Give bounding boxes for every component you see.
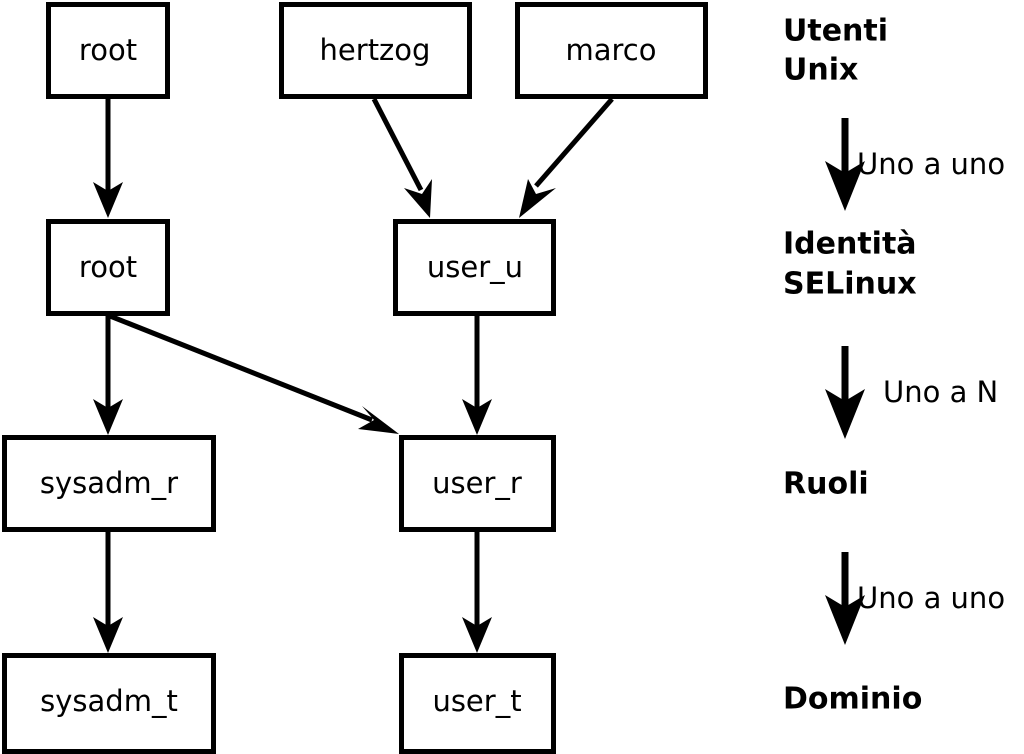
edge-line: [371, 97, 424, 192]
node-label: user_r: [432, 466, 522, 500]
legend-heading-line1: Dominio: [783, 682, 922, 717]
node-label: hertzog: [320, 33, 431, 67]
node-box[interactable]: [279, 2, 472, 99]
arrowhead-icon: [358, 406, 399, 434]
node-domain-sysadm-t[interactable]: sysadm_t: [2, 653, 216, 754]
node-unix-root[interactable]: root: [46, 2, 170, 99]
node-box[interactable]: [399, 435, 556, 532]
node-box[interactable]: [46, 2, 170, 99]
legend-heading-line2: Unix: [783, 53, 858, 88]
node-unix-marco[interactable]: marco: [515, 2, 708, 99]
node-layer: root hertzog marco root user_u sysadm_r: [2, 2, 708, 754]
arrowhead-icon: [93, 617, 123, 653]
node-label: sysadm_t: [40, 684, 178, 718]
arrowhead-icon: [825, 161, 865, 211]
legend-heading-line1: Ruoli: [783, 467, 869, 502]
edge-line: [534, 97, 614, 188]
edge-marco-to-user-u: [519, 97, 614, 218]
legend-heading-dominio: Dominio: [783, 682, 922, 717]
arrowhead-icon: [825, 595, 865, 645]
edge-hertzog-to-user-u: [371, 97, 432, 218]
arrowhead-icon: [93, 182, 123, 218]
node-box[interactable]: [46, 219, 170, 316]
node-box[interactable]: [515, 2, 708, 99]
legend-heading-ruoli: Ruoli: [783, 467, 869, 502]
legend-heading-identita-selinux: Identità SELinux: [783, 227, 917, 302]
node-label: marco: [566, 33, 657, 67]
node-identity-user-u[interactable]: user_u: [393, 219, 556, 316]
node-label: user_u: [427, 250, 523, 284]
node-label: user_t: [432, 684, 521, 718]
edge-user-u-to-user-r: [462, 316, 492, 435]
edge-identity-root-to-user-r: [109, 313, 399, 434]
arrowhead-icon: [404, 179, 432, 218]
legend-relation-roles-to-domain: Uno a uno: [825, 552, 1005, 645]
legend-relation-identity-to-roles: Uno a N: [825, 346, 998, 439]
node-label: root: [79, 33, 137, 67]
legend-heading-utenti-unix: Utenti Unix: [783, 14, 888, 88]
node-box[interactable]: [2, 435, 216, 532]
edge-identity-root-to-sysadm-r: [93, 316, 123, 435]
legend-heading-line1: Utenti: [783, 14, 888, 49]
edge-sysadm-r-to-sysadm-t: [93, 532, 123, 653]
node-label: sysadm_r: [40, 466, 178, 500]
legend-relation-label: Uno a N: [883, 375, 998, 409]
arrowhead-icon: [519, 179, 556, 218]
edge-layer: [93, 97, 614, 653]
node-box[interactable]: [399, 653, 556, 754]
legend-column: Utenti Unix Uno a uno Identità SELinux U…: [783, 14, 1005, 717]
node-box[interactable]: [2, 653, 216, 754]
edge-user-r-to-user-t: [462, 532, 492, 653]
node-unix-hertzog[interactable]: hertzog: [279, 2, 472, 99]
legend-heading-line2: SELinux: [783, 267, 917, 302]
arrowhead-icon: [93, 399, 123, 435]
edge-line: [109, 313, 373, 423]
node-box[interactable]: [393, 219, 556, 316]
legend-relation-label: Uno a uno: [857, 581, 1005, 615]
legend-heading-line1: Identità: [783, 227, 917, 262]
legend-relation-label: Uno a uno: [857, 147, 1005, 181]
node-domain-user-t[interactable]: user_t: [399, 653, 556, 754]
node-label: root: [79, 250, 137, 284]
arrowhead-icon: [462, 617, 492, 653]
arrowhead-icon: [825, 389, 865, 439]
arrowhead-icon: [462, 399, 492, 435]
edge-unix-root-to-identity-root: [93, 99, 123, 218]
node-identity-root[interactable]: root: [46, 219, 170, 316]
node-role-sysadm-r[interactable]: sysadm_r: [2, 435, 216, 532]
node-role-user-r[interactable]: user_r: [399, 435, 556, 532]
legend-relation-unix-to-identity: Uno a uno: [825, 118, 1005, 211]
